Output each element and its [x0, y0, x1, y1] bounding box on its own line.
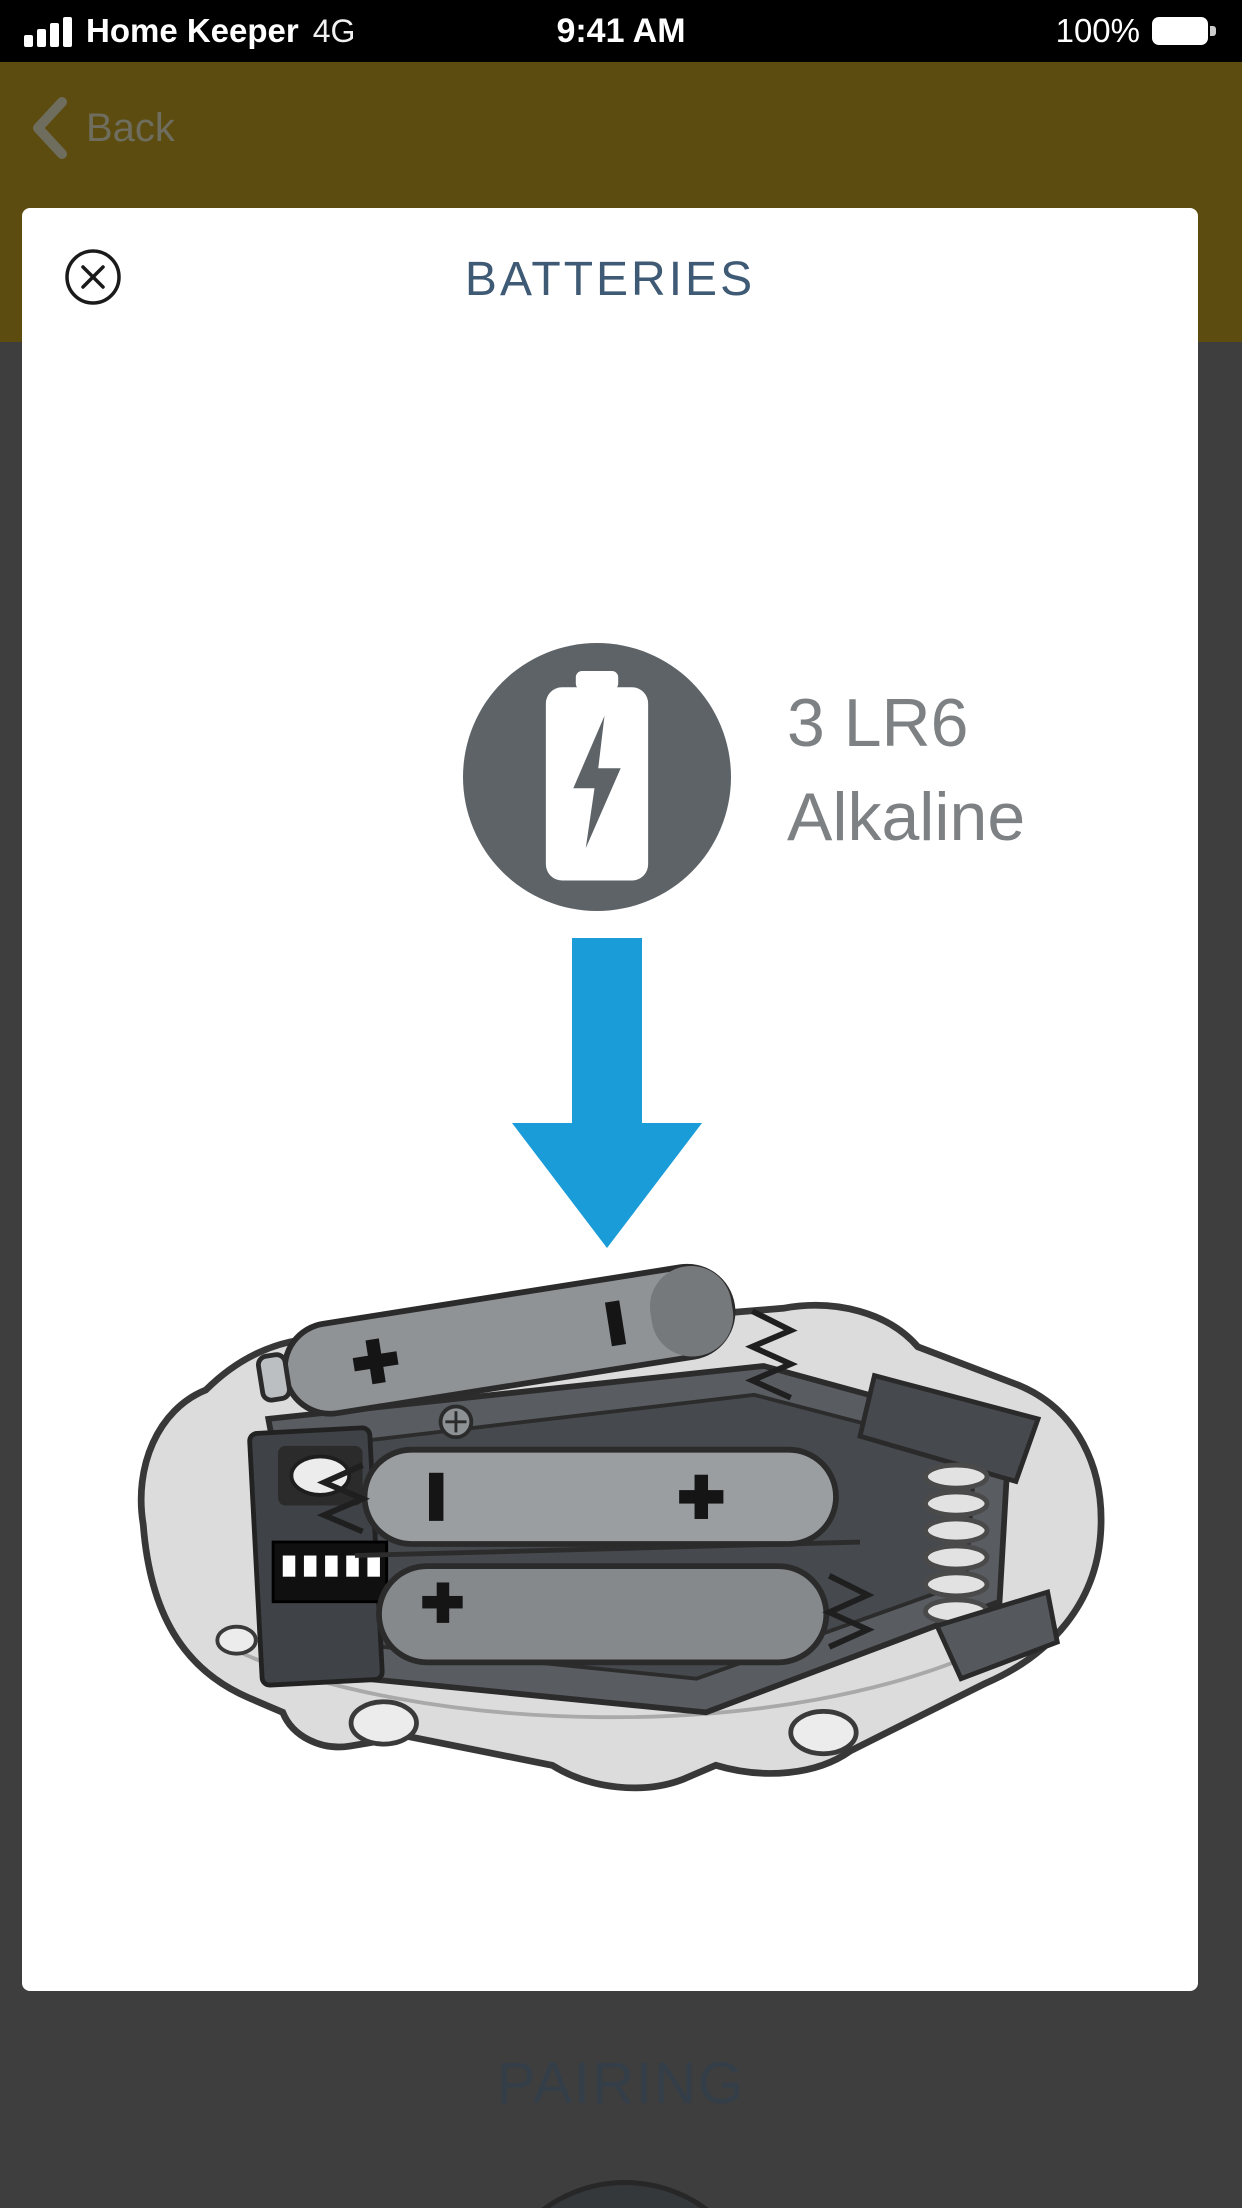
battery-spec-line1: 3 LR6 [787, 685, 969, 761]
modal-title: BATTERIES [464, 253, 756, 306]
close-icon [65, 249, 121, 305]
battery-circle-icon [463, 643, 731, 911]
pairing-circle-icon [486, 2180, 764, 2208]
device-illustration [137, 1263, 1105, 1792]
battery-status-icon [1152, 15, 1218, 47]
network-type-label: 4G [312, 12, 356, 49]
pairing-section-title: PAIRING [496, 2051, 746, 2116]
back-button-label: Back [86, 105, 175, 150]
back-button[interactable]: Back [30, 96, 175, 160]
close-button[interactable] [64, 248, 122, 306]
battery-glyph-icon [545, 671, 649, 881]
carrier-label: Home Keeper [86, 12, 299, 49]
battery-percent-label: 100% [1055, 12, 1140, 49]
battery-spec-line2: Alkaline [787, 779, 1026, 855]
clock: 9:41 AM [556, 11, 686, 50]
batteries-modal: BATTERIES 3 LR6 Alkaline [22, 208, 1198, 1991]
status-bar: Home Keeper 4G 9:41 AM 100% [0, 0, 1242, 62]
signal-strength-icon [24, 15, 72, 47]
down-arrow-icon [512, 938, 702, 1248]
back-chevron-icon [33, 97, 67, 159]
battery-spec-text: 3 LR6 Alkaline [787, 676, 1025, 864]
